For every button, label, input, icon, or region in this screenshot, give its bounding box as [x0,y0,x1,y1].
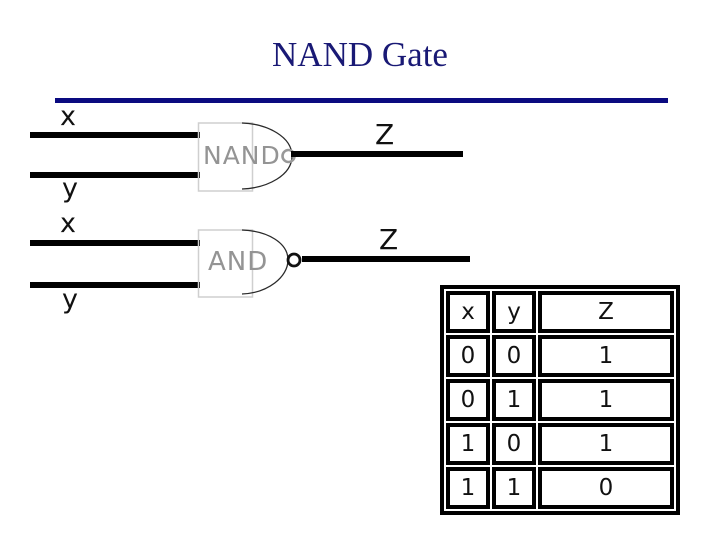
truth-table-cell: 1 [538,335,674,377]
truth-table-row: 1 1 0 [446,467,674,509]
nand-input-label-y: y [62,173,78,204]
truth-table: x y Z 0 0 1 0 1 1 1 0 1 1 1 0 [440,285,680,515]
nand-output-wire-z [291,151,463,157]
truth-table-cell: 0 [538,467,674,509]
truth-table-row: 0 1 1 [446,379,674,421]
nand-gate-body-box [197,122,254,192]
truth-table-header-z: Z [538,291,674,333]
truth-table-row: 0 0 1 [446,335,674,377]
nand-output-label-z: Z [375,118,395,151]
and-input-label-x: x [60,208,76,239]
truth-table-header-y: y [492,291,536,333]
nand-gate-label: NAND [203,141,281,170]
and-input-wire-x [30,240,200,246]
truth-table-cell: 0 [492,423,536,465]
truth-table-cell: 0 [446,379,490,421]
nand-input-label-x: x [60,101,76,132]
truth-table-cell: 1 [446,467,490,509]
truth-table-cell: 1 [492,467,536,509]
nand-input-wire-y [30,172,200,178]
truth-table-cell: 1 [446,423,490,465]
truth-table-cell: 1 [538,423,674,465]
and-gate-body-box [197,229,254,298]
truth-table-cell: 0 [446,335,490,377]
and-input-wire-y [30,282,200,288]
and-inverter-bubble-icon [286,252,302,268]
truth-table-cell: 1 [492,379,536,421]
truth-table-header-row: x y Z [446,291,674,333]
truth-table-header-x: x [446,291,490,333]
truth-table-cell: 1 [538,379,674,421]
and-gate-label: AND [208,247,269,277]
title-underline [55,98,668,103]
nand-input-wire-x [30,132,200,138]
truth-table-row: 1 0 1 [446,423,674,465]
slide-title: NAND Gate [272,35,448,74]
and-output-label-z: Z [379,223,399,256]
and-input-label-y: y [62,284,78,315]
and-gate-symbol [197,229,302,298]
and-output-wire-z [302,256,470,262]
truth-table-cell: 0 [492,335,536,377]
